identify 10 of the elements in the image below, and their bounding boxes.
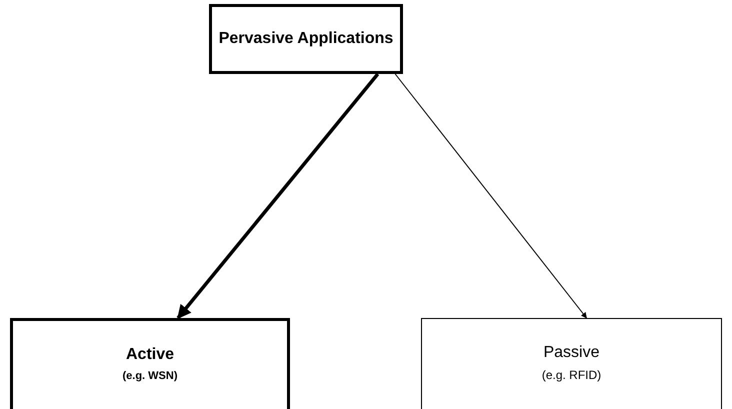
arrow <box>176 72 380 320</box>
box-subtitle: (e.g. RFID) <box>542 368 602 383</box>
category-box <box>10 318 290 409</box>
process-box <box>209 4 403 74</box>
box-title: Active <box>126 345 174 364</box>
category-box <box>421 318 722 409</box>
box-title: Passive <box>543 343 600 362</box>
box-subtitle: (e.g. WSN) <box>122 370 178 384</box>
arrow <box>394 74 588 318</box>
box-title: Pervasive Applications <box>218 29 394 49</box>
